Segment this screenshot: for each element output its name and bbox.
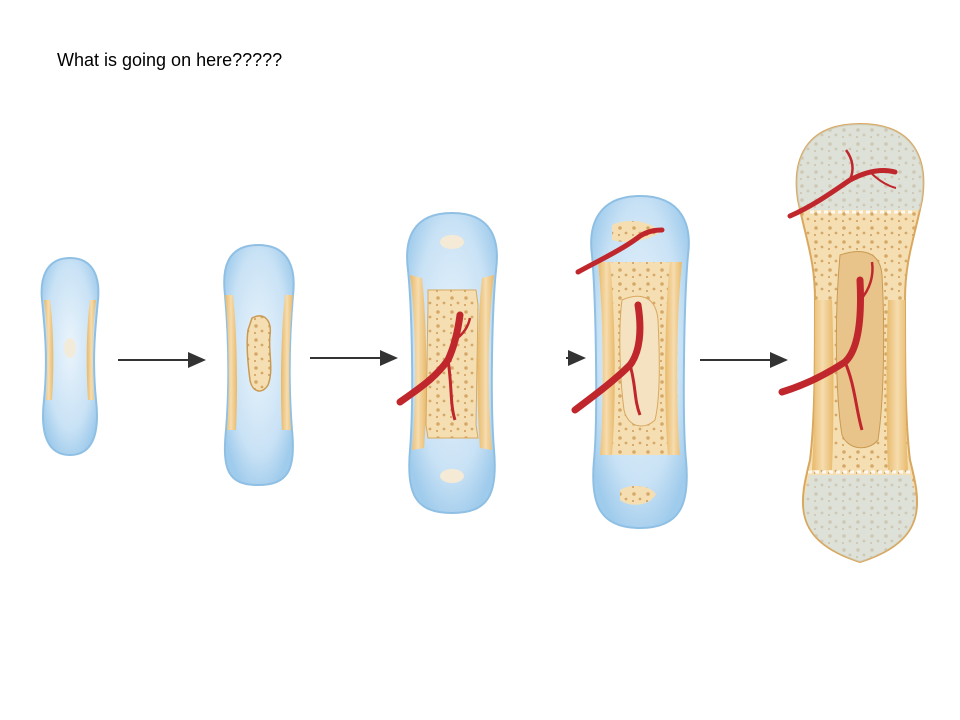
stage-3-primary-ossification xyxy=(396,211,498,515)
stage-1-cartilage-model xyxy=(40,256,100,457)
stage-2-calcifying-cartilage xyxy=(223,243,295,487)
stage-4-secondary-ossification xyxy=(571,194,690,530)
caption-text: What is going on here????? xyxy=(57,50,283,70)
stage-5-mature-bone xyxy=(778,122,925,564)
